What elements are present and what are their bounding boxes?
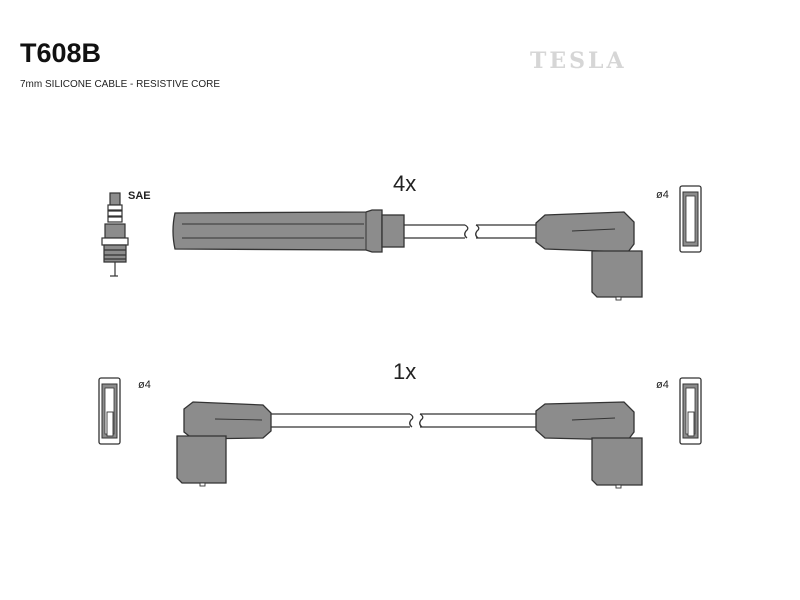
part-number: T608B	[20, 38, 102, 68]
quantity-label-set-2: 1x	[393, 359, 417, 384]
spark-plug-icon	[101, 192, 129, 277]
diameter-label-set-2-right: ø4	[656, 379, 669, 391]
quantity-label-set-1: 4x	[393, 171, 417, 196]
angled-boot-set-2-right	[535, 401, 643, 489]
diameter-label-set-1-right: ø4	[656, 189, 669, 201]
cable-set-1	[404, 224, 536, 239]
distributor-terminal-set-2-left	[98, 377, 121, 445]
straight-plug-boot	[172, 209, 405, 253]
brand-logo: TESLA	[530, 48, 627, 74]
cable-set-2	[271, 413, 536, 428]
distributor-terminal-set-1	[679, 185, 702, 253]
angled-boot-set-1	[535, 211, 643, 301]
distributor-terminal-set-2-right	[679, 377, 702, 445]
sae-label: SAE	[128, 190, 151, 202]
diameter-label-set-2-left: ø4	[138, 379, 151, 391]
angled-boot-set-2-left	[176, 401, 272, 487]
cable-description: 7mm SILICONE CABLE - RESISTIVE CORE	[20, 79, 221, 90]
